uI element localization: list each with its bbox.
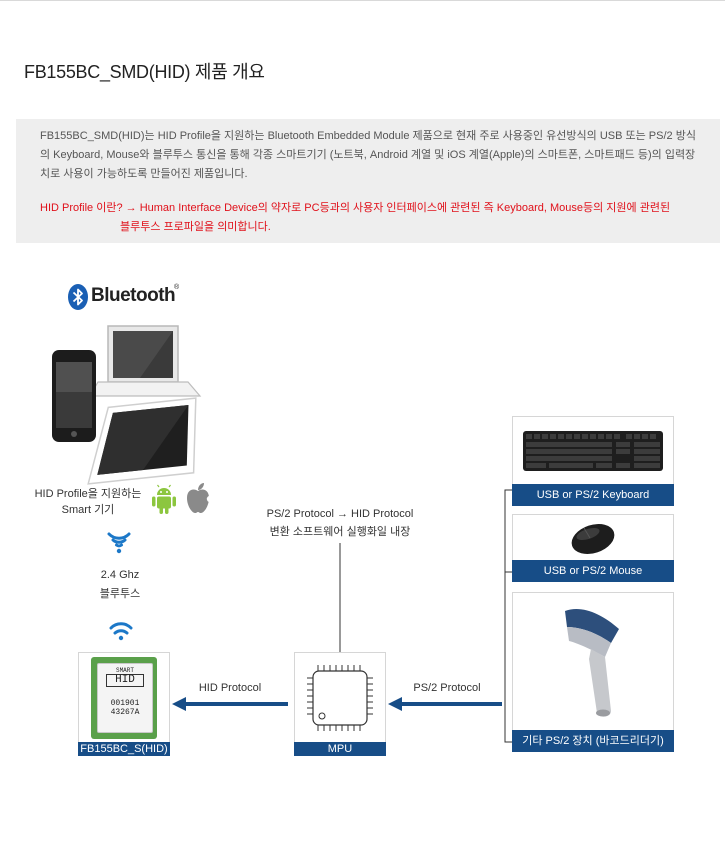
keyboard-caption: USB or PS/2 Keyboard: [512, 484, 674, 506]
wifi-signal-down-icon: [107, 532, 131, 554]
mouse-frame: [512, 514, 674, 562]
smartphone-icon: [52, 350, 96, 442]
apple-icon: [187, 483, 214, 513]
wifi-signal-up-icon: [109, 622, 133, 641]
module-board: SMART HID 001901 43267A: [91, 657, 157, 739]
mpu-chip-icon: [307, 665, 373, 731]
hid-note-line1: HID Profile 이란? → Human Interface Device…: [40, 202, 671, 214]
hid-protocol-arrow: [172, 697, 288, 711]
bluetooth-rune-icon: [68, 284, 88, 310]
registered-mark-icon: ®: [174, 284, 180, 291]
smart-devices-label: HID Profile을 지원하는 Smart 기기: [28, 486, 148, 518]
wireless-protocol: 블루투스: [99, 588, 141, 600]
ps2-protocol-label: PS/2 Protocol: [413, 682, 481, 694]
wireless-freq: 2.4 Ghz: [100, 569, 140, 581]
wireless-label: 2.4 Ghz 블루투스: [80, 566, 160, 604]
smart-devices-illustration: [52, 325, 202, 485]
module-code2: 43267A: [110, 708, 140, 717]
top-divider: [0, 0, 725, 1]
mpu-frame: [294, 652, 386, 744]
module-code1: 001901: [110, 699, 140, 708]
ps2-protocol-arrow: [388, 697, 502, 711]
mpu-note-line1: PS/2 Protocol → HID Protocol: [266, 508, 414, 520]
mpu-caption: MPU: [294, 742, 386, 756]
bluetooth-wordmark: Bluetooth: [91, 285, 176, 306]
smart-devices-label-line1: HID Profile을 지원하는: [34, 488, 142, 500]
laptop-icon: [88, 325, 202, 397]
barcode-caption: 기타 PS/2 장치 (바코드리더기): [512, 730, 674, 752]
android-icon: [152, 484, 176, 514]
barcode-frame: [512, 592, 674, 732]
module-frame: SMART HID 001901 43267A: [78, 652, 170, 744]
page-title: FB155BC_SMD(HID) 제품 개요: [24, 62, 265, 82]
hid-protocol-label: HID Protocol: [198, 682, 262, 694]
keyboard-icon: [523, 431, 663, 471]
intro-box: FB155BC_SMD(HID)는 HID Profile을 지원하는 Blue…: [16, 119, 720, 243]
smart-devices-label-line2: Smart 기기: [61, 504, 115, 516]
mouse-icon: [571, 524, 615, 554]
hid-note-line2: 블루투스 프로파일을 의미합니다.: [120, 221, 271, 233]
module-caption: FB155BC_S(HID): [78, 742, 170, 756]
tablet-icon: [87, 397, 197, 485]
module-shield: SMART HID 001901 43267A: [97, 663, 153, 733]
module-brand: SMART: [115, 667, 134, 674]
barcode-reader-icon: [565, 609, 619, 717]
keyboard-frame: [512, 416, 674, 486]
devices-bracket: [504, 489, 513, 743]
mouse-caption: USB or PS/2 Mouse: [512, 560, 674, 582]
hid-profile-note: HID Profile 이란? → Human Interface Device…: [40, 199, 700, 237]
intro-description: FB155BC_SMD(HID)는 HID Profile을 지원하는 Blue…: [40, 130, 696, 180]
mpu-note-line2: 변환 소프트웨어 실행화일 내장: [269, 526, 411, 538]
mpu-note: PS/2 Protocol → HID Protocol 변환 소프트웨어 실행…: [230, 505, 450, 541]
module-chip-name: HID: [106, 674, 144, 687]
